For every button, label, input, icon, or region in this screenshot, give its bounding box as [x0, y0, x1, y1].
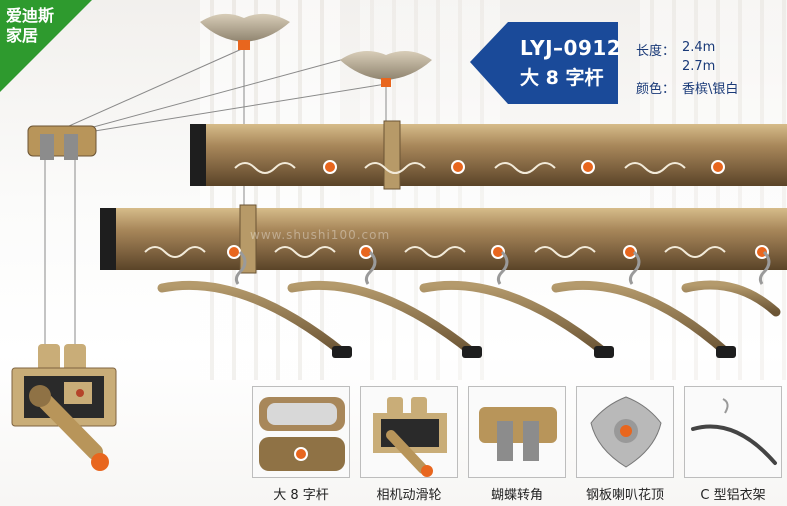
feature-thumb-ceiling [576, 386, 674, 478]
spec-color-value: 香槟\银白 [682, 82, 739, 97]
hangers [157, 250, 781, 358]
feature-label-3: 蝴蝶转角 [490, 488, 543, 503]
spec-length-2: 2.7m [682, 59, 716, 74]
hanger-icon [691, 398, 777, 465]
model-code: LYJ–0912 [520, 36, 622, 60]
rod-ornaments [144, 162, 726, 258]
background-curtain [640, 0, 787, 380]
spec-length-label: 长度： [636, 44, 676, 59]
spec-color-label: 颜色： [636, 82, 676, 97]
feature-thumb-hanger [684, 386, 782, 478]
brand-line-2: 家居 [6, 26, 39, 45]
model-name: 大 8 字杆 [520, 67, 604, 89]
lower-rod [100, 204, 787, 274]
feature-label-4: 钢板喇叭花顶 [585, 488, 664, 503]
background-curtain [200, 0, 340, 380]
rod-dots [227, 160, 769, 259]
feature-thumb-rod-profile [252, 386, 350, 478]
brand-line-1: 爱迪斯 [6, 6, 55, 25]
ceiling-mount-icon [590, 396, 662, 468]
feature-thumb-corner [468, 386, 566, 478]
ceiling-mount-1 [200, 13, 290, 50]
watermark: www.shushi100.com [250, 228, 391, 242]
rod-profile-icon [259, 397, 345, 471]
crank-pulley-icon [373, 397, 447, 477]
feature-label-2: 相机动滑轮 [376, 488, 442, 503]
feature-label-5: C 型铝衣架 [700, 488, 766, 503]
feature-label-1: 大 8 字杆 [273, 488, 329, 503]
spec-length-1: 2.4m [682, 40, 716, 55]
corner-pulley-icon [479, 407, 557, 461]
brand-name: 爱迪斯 家居 [6, 6, 54, 46]
brand-corner [0, 0, 92, 92]
feature-thumb-crank [360, 386, 458, 478]
crank-box [11, 344, 117, 471]
upper-rod [190, 120, 787, 190]
corner-pulley [27, 125, 97, 160]
model-badge [470, 22, 618, 104]
cables [44, 47, 387, 350]
ceiling-mount-2 [340, 51, 432, 87]
